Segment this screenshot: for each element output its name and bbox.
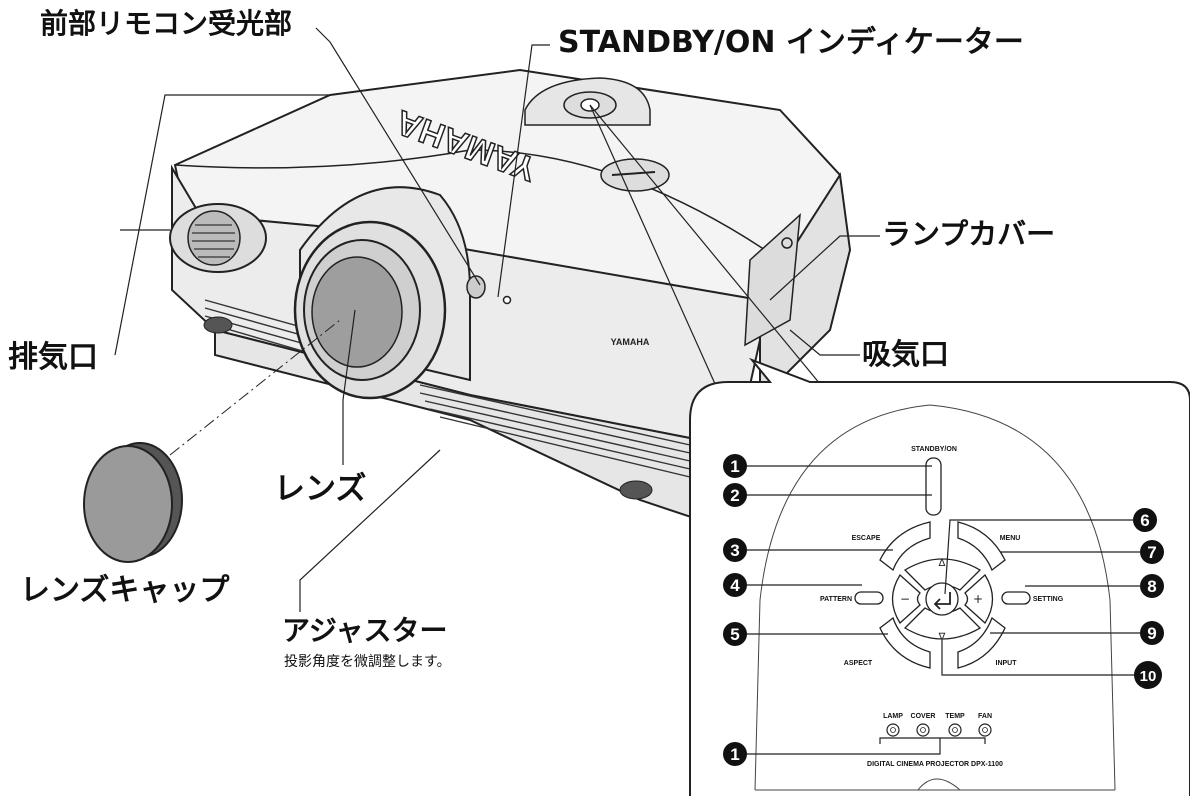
minus-button[interactable] bbox=[891, 573, 921, 625]
enter-icon bbox=[933, 592, 951, 610]
escape-button[interactable] bbox=[879, 521, 931, 572]
lens-label: レンズ bbox=[274, 471, 367, 507]
svg-text:8: 8 bbox=[1147, 577, 1156, 596]
standby-on-label: STANDBY/ON bbox=[911, 446, 957, 453]
vent-slats bbox=[204, 299, 691, 478]
callout-4 bbox=[723, 573, 747, 597]
svg-text:7: 7 bbox=[1147, 543, 1156, 562]
down-arrow-icon: ∇ bbox=[938, 632, 946, 643]
escape-label: ESCAPE bbox=[852, 535, 881, 542]
indicator-leds: LAMP COVER TEMP FAN bbox=[883, 713, 992, 737]
svg-text:1: 1 bbox=[730, 457, 739, 476]
minus-sign: − bbox=[900, 592, 910, 606]
callout-7 bbox=[1140, 540, 1164, 564]
menu-label: MENU bbox=[1000, 535, 1021, 542]
adjuster-note: 投影角度を微調整します。 bbox=[284, 654, 451, 670]
plus-sign: + bbox=[973, 592, 983, 606]
setting-button[interactable] bbox=[1001, 591, 1031, 605]
projector-body: YAMAHA YAMAHA bbox=[169, 68, 852, 522]
standby-indicator-label: STANDBY/ON インディケーター bbox=[558, 25, 1024, 60]
callout-8 bbox=[1140, 574, 1164, 598]
callout-3 bbox=[723, 538, 747, 562]
callout-2 bbox=[723, 483, 747, 507]
svg-text:9: 9 bbox=[1147, 624, 1156, 643]
menu-button[interactable] bbox=[957, 521, 1006, 572]
lens-cap-guide-line bbox=[169, 319, 341, 456]
callout-6 bbox=[1133, 508, 1157, 532]
standby-on-button[interactable] bbox=[925, 457, 942, 516]
pattern-label: PATTERN bbox=[820, 596, 852, 603]
aspect-label: ASPECT bbox=[844, 660, 873, 667]
pattern-button[interactable] bbox=[854, 591, 884, 605]
callout-10 bbox=[1134, 661, 1162, 689]
front-ir-receiver-label: 前部リモコン受光部 bbox=[40, 7, 293, 40]
front-logo: YAMAHA bbox=[611, 337, 650, 347]
leader-lines bbox=[114, 27, 880, 612]
up-arrow-icon: ∆ bbox=[938, 558, 946, 569]
panel-callout-lines bbox=[745, 465, 1140, 755]
svg-text:3: 3 bbox=[730, 541, 739, 560]
panel-callouts: 1 2 3 4 5 6 7 8 9 10 1 bbox=[723, 454, 1164, 766]
intake-label: 吸気口 bbox=[862, 337, 950, 371]
lamp-led-label: LAMP bbox=[883, 713, 903, 720]
callout-5 bbox=[723, 622, 747, 646]
svg-text:6: 6 bbox=[1140, 511, 1149, 530]
setting-label: SETTING bbox=[1033, 596, 1064, 603]
temp-led-label: TEMP bbox=[945, 713, 965, 720]
svg-text:1: 1 bbox=[730, 745, 739, 764]
callout-1-indicators bbox=[723, 742, 747, 766]
svg-text:4: 4 bbox=[730, 576, 740, 595]
lamp-cover-label: ランプカバー bbox=[882, 217, 1056, 251]
plus-button[interactable] bbox=[964, 573, 994, 625]
svg-text:2: 2 bbox=[730, 486, 739, 505]
model-label: DIGITAL CINEMA PROJECTOR DPX-1100 bbox=[867, 761, 1003, 768]
lens-cap-label: レンズキャップ bbox=[20, 573, 230, 608]
enter-button[interactable] bbox=[925, 582, 959, 616]
aspect-button[interactable] bbox=[879, 616, 931, 669]
input-button[interactable] bbox=[957, 616, 1006, 669]
svg-text:5: 5 bbox=[730, 625, 739, 644]
cover-led-label: COVER bbox=[911, 713, 936, 720]
svg-text:10: 10 bbox=[1140, 668, 1157, 685]
fan-led-label: FAN bbox=[978, 713, 992, 720]
callout-9 bbox=[1140, 621, 1164, 645]
exhaust-label: 排気口 bbox=[8, 340, 98, 375]
lens-cap bbox=[83, 319, 341, 563]
input-label: INPUT bbox=[996, 660, 1018, 667]
detail-panel: STANDBY/ON ESCAPE MENU PATTERN SETTING A… bbox=[689, 357, 1190, 796]
callout-1 bbox=[723, 454, 747, 478]
adjuster-label: アジャスター bbox=[282, 614, 448, 647]
